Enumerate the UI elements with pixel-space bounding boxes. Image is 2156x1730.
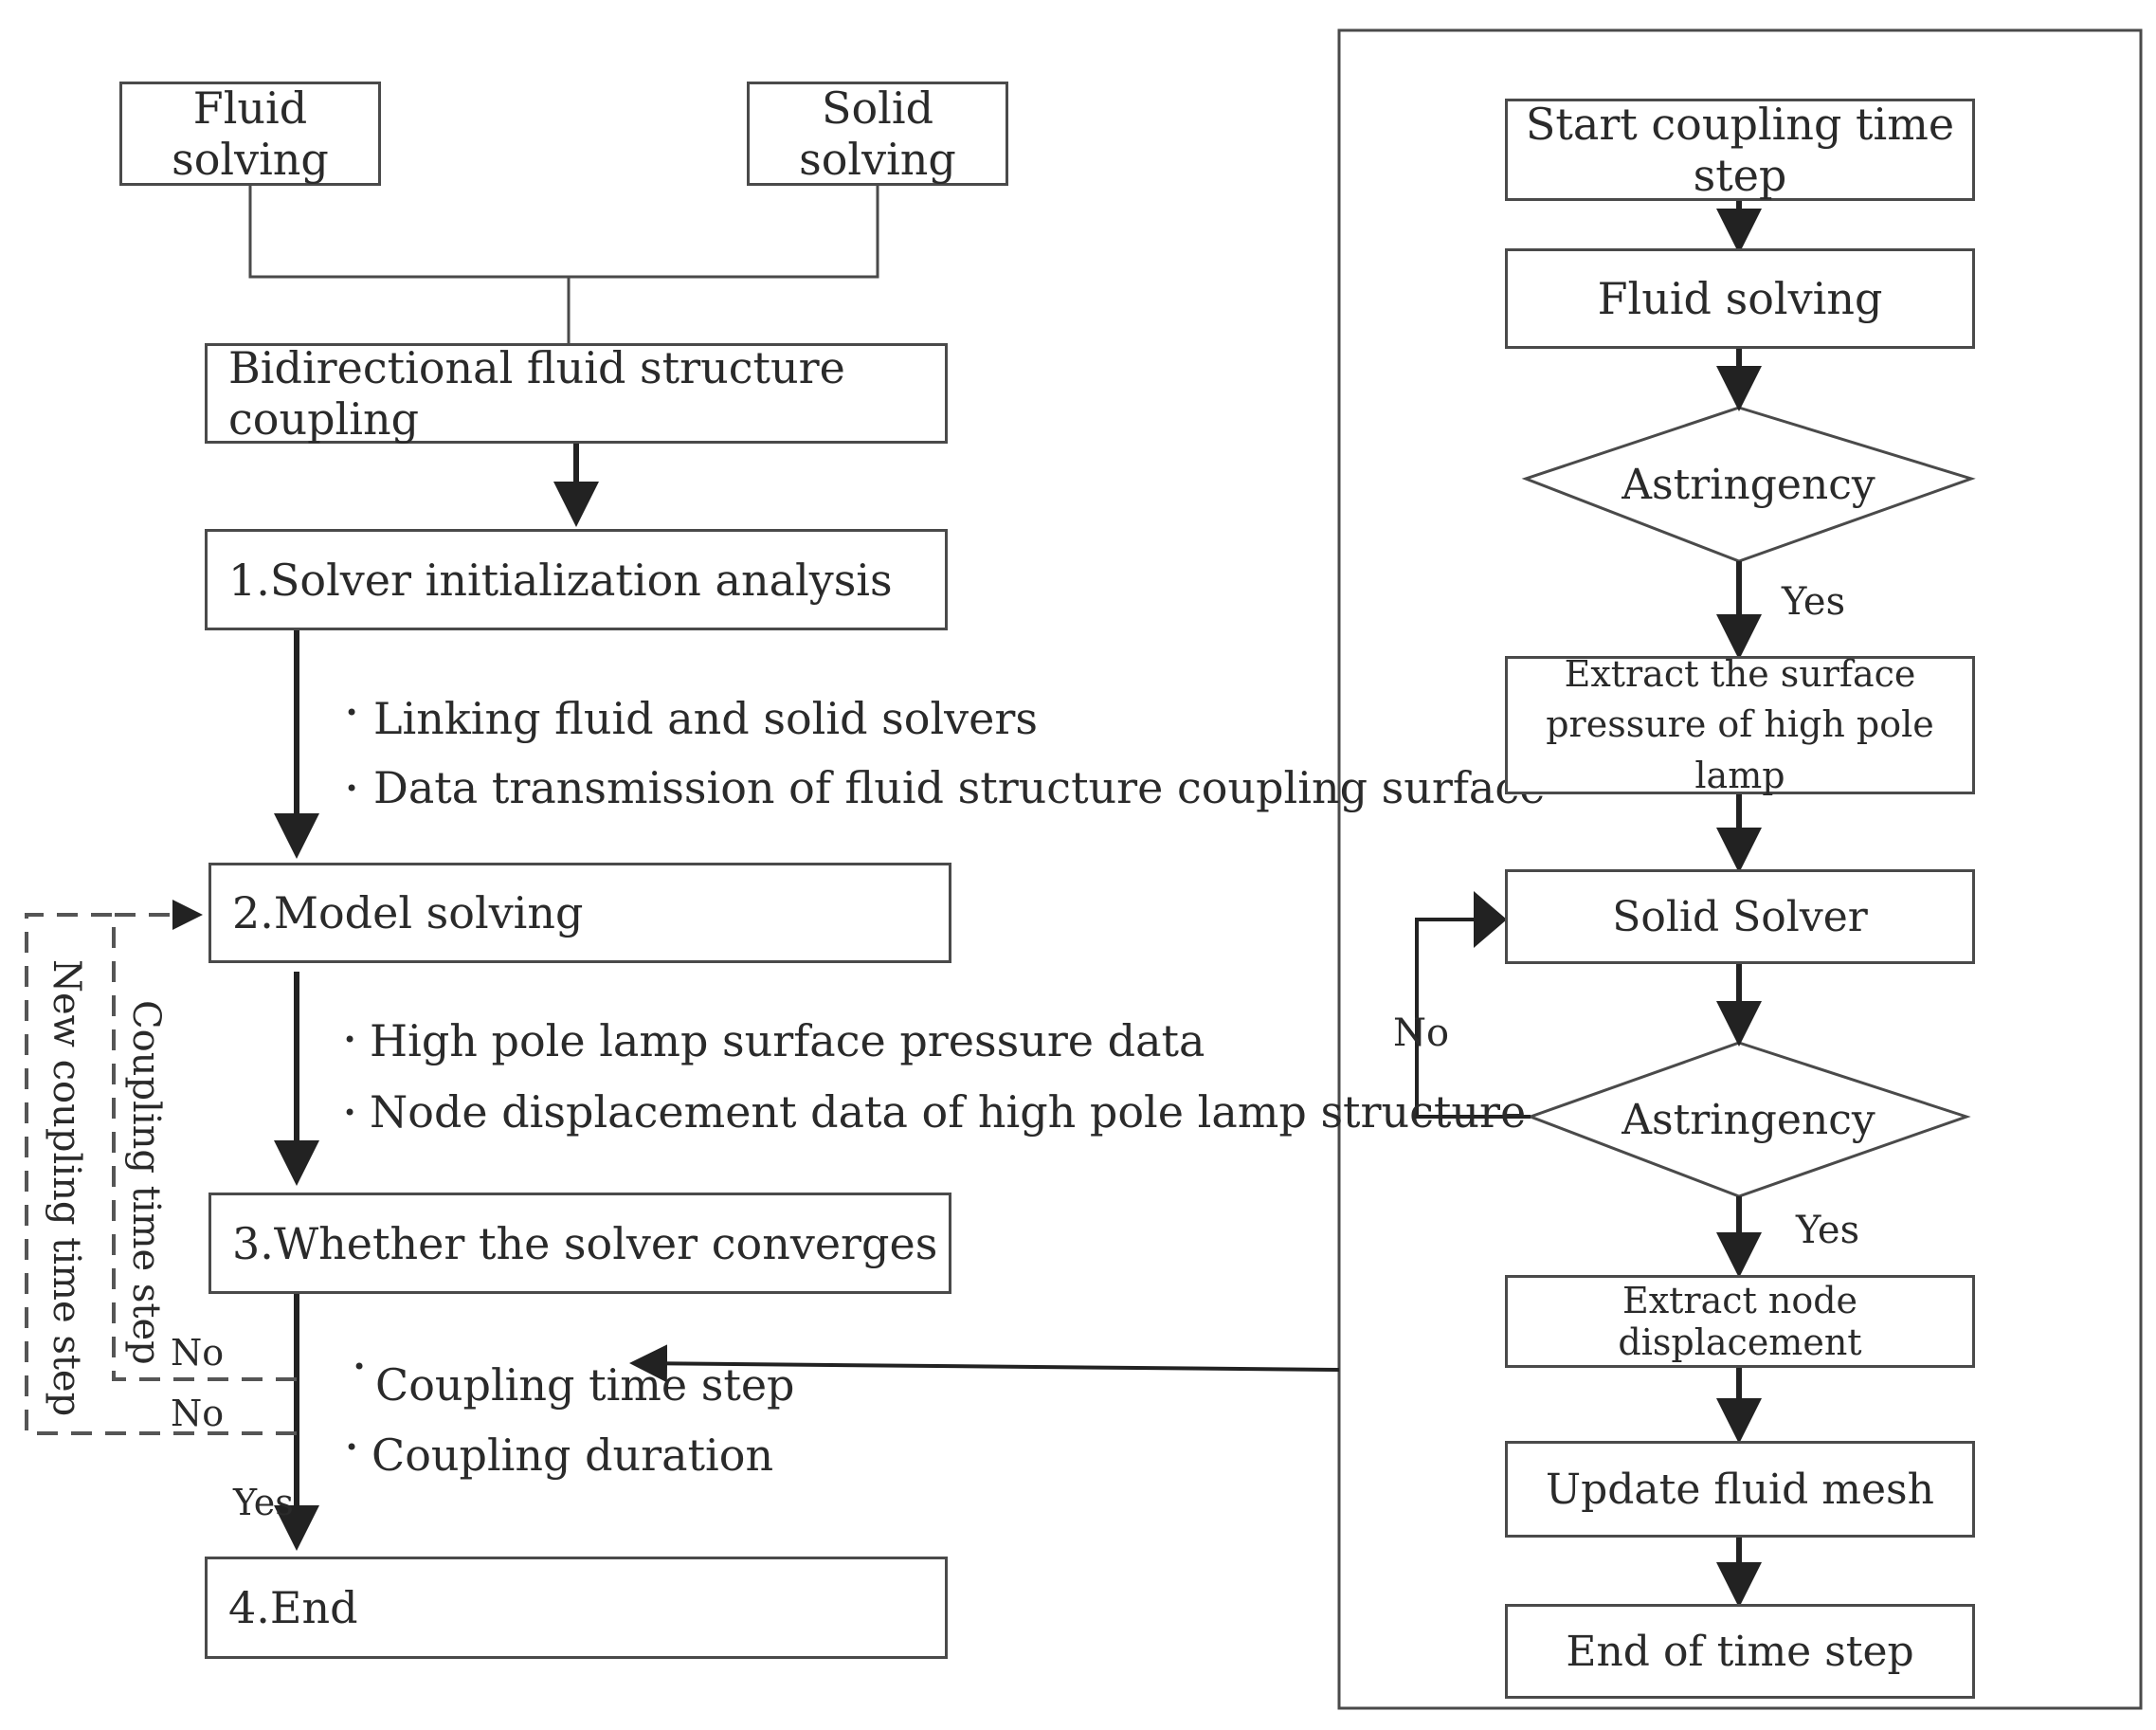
right-fluid-solving-box: Fluid solving bbox=[1505, 248, 1975, 349]
step3-note-2: Coupling duration bbox=[371, 1430, 774, 1481]
yes-label-2: Yes bbox=[1796, 1209, 1860, 1252]
step1-label: 1.Solver initialization analysis bbox=[228, 554, 893, 606]
solid-solving-box: Solid solving bbox=[747, 82, 1008, 186]
coupling-label: Bidirectional fluid structure coupling bbox=[228, 342, 845, 445]
step3-box: 3.Whether the solver converges bbox=[208, 1193, 951, 1294]
start-coupling-label: Start coupling time step bbox=[1525, 99, 1955, 201]
bullet-marker: • bbox=[343, 1100, 357, 1126]
loop-outer-label: New coupling time step bbox=[45, 959, 88, 1417]
extract-pressure-line2: pressure of high pole lamp bbox=[1546, 703, 1934, 796]
yes-label-1: Yes bbox=[1782, 580, 1846, 624]
loop-new-coupling-time-step bbox=[25, 913, 297, 1435]
step4-box: 4.End bbox=[205, 1557, 948, 1659]
step2-note-1: High pole lamp surface pressure data bbox=[370, 1015, 1205, 1066]
step3-note-1: Coupling time step bbox=[375, 1359, 795, 1411]
step4-label: 4.End bbox=[228, 1582, 358, 1633]
solid-solver-label: Solid Solver bbox=[1612, 892, 1868, 941]
bullet-marker: • bbox=[345, 700, 359, 726]
bullet-marker: • bbox=[345, 1434, 359, 1461]
fluid-solving-box: Fluid solving bbox=[119, 82, 381, 186]
coupling-box: Bidirectional fluid structure coupling bbox=[205, 342, 948, 445]
update-mesh-box: Update fluid mesh bbox=[1505, 1441, 1975, 1538]
step1-note-1: Linking fluid and solid solvers bbox=[373, 693, 1038, 744]
bullet-marker: • bbox=[343, 1027, 357, 1053]
yes-label-left: Yes bbox=[233, 1482, 294, 1523]
end-time-step-box: End of time step bbox=[1505, 1604, 1975, 1699]
bullet-marker: • bbox=[353, 1354, 367, 1380]
extract-pressure-line1: Extract the surface bbox=[1564, 653, 1916, 696]
fluid-solving-label: Fluid solving bbox=[172, 82, 329, 185]
step1-box: 1.Solver initialization analysis bbox=[205, 529, 948, 630]
extract-pressure-box: Extract the surface pressure of high pol… bbox=[1505, 653, 1975, 796]
solid-solving-label: Solid solving bbox=[799, 82, 956, 185]
extract-displacement-box: Extract node displacement bbox=[1505, 1275, 1975, 1368]
step1-note-2: Data transmission of fluid structure cou… bbox=[373, 762, 1546, 813]
loop-inner-label: Coupling time step bbox=[124, 1000, 168, 1365]
end-time-step-label: End of time step bbox=[1566, 1627, 1914, 1676]
solid-solver-box: Solid Solver bbox=[1505, 869, 1975, 964]
arrowhead-solid-solver bbox=[1474, 891, 1507, 948]
step2-note-2: Node displacement data of high pole lamp… bbox=[370, 1086, 1527, 1138]
astringency-diamond-1: Astringency bbox=[1526, 408, 1971, 561]
extract-displacement-label: Extract node displacement bbox=[1618, 1280, 1862, 1363]
update-mesh-label: Update fluid mesh bbox=[1546, 1465, 1934, 1514]
astringency-diamond-2: Astringency bbox=[1531, 1043, 1966, 1196]
right-fluid-solving-label: Fluid solving bbox=[1597, 273, 1883, 324]
astringency-label-1: Astringency bbox=[1622, 460, 1875, 509]
loop-coupling-time-step bbox=[112, 900, 297, 1381]
merge-connector bbox=[248, 186, 879, 343]
arrow-no-loop-to-solid bbox=[1415, 918, 1531, 1119]
start-coupling-box: Start coupling time step bbox=[1505, 99, 1975, 201]
bullet-marker: • bbox=[345, 775, 359, 802]
no-label-outer: No bbox=[171, 1393, 225, 1434]
astringency-label-2: Astringency bbox=[1622, 1095, 1875, 1144]
arrow-panel-to-coupling-note bbox=[629, 1344, 1340, 1383]
step3-label: 3.Whether the solver converges bbox=[232, 1217, 938, 1269]
step2-box: 2.Model solving bbox=[208, 863, 951, 963]
step2-label: 2.Model solving bbox=[232, 887, 584, 938]
no-label-right: No bbox=[1393, 1011, 1450, 1055]
no-label-inner: No bbox=[171, 1332, 225, 1374]
right-panel-frame bbox=[1337, 28, 2143, 1710]
